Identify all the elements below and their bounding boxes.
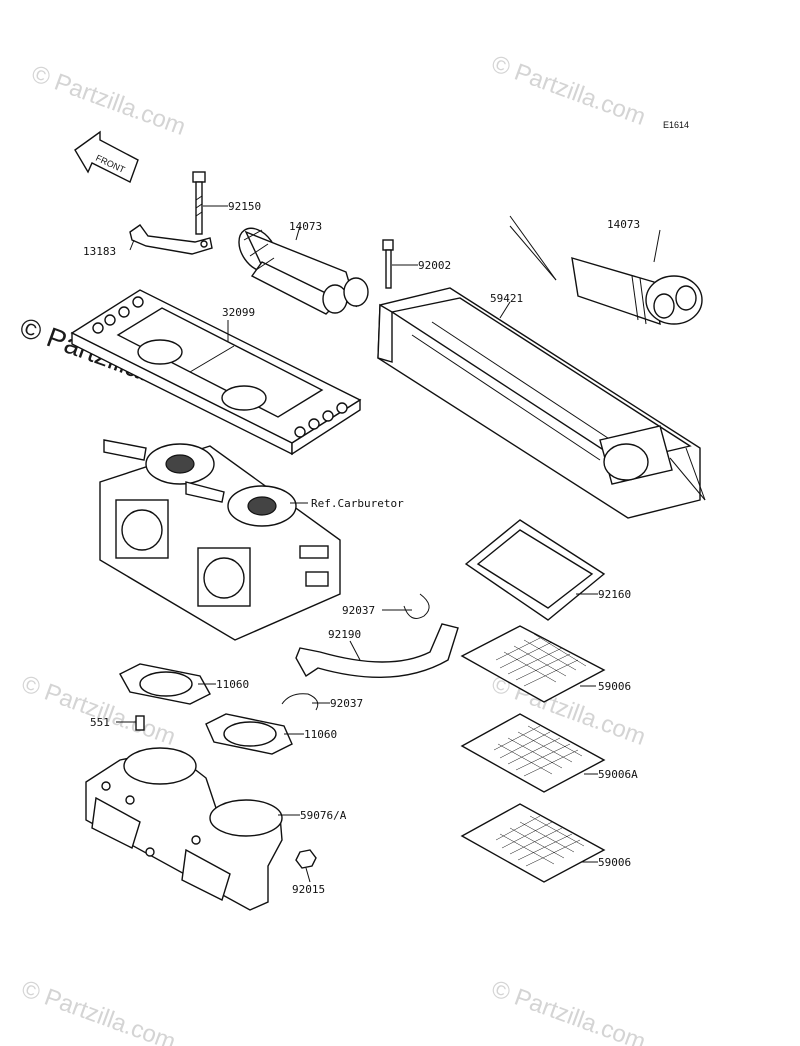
callout-59006A: 59006A xyxy=(598,768,638,781)
intake-tube-14073-left xyxy=(238,227,369,315)
callout-92015: 92015 xyxy=(292,883,325,896)
callout-59006-top: 59006 xyxy=(598,680,631,693)
bolt-92150 xyxy=(192,171,206,235)
callout-13183: 13183 xyxy=(83,245,116,258)
hose-92190 xyxy=(295,623,459,679)
callout-14073-right: 14073 xyxy=(607,218,640,231)
screen-59006A xyxy=(460,713,606,793)
callout-92002: 92002 xyxy=(418,259,451,272)
manifold-59076 xyxy=(85,747,283,911)
pin-551 xyxy=(135,715,145,731)
plate-32099 xyxy=(70,289,362,456)
callout-92160: 92160 xyxy=(598,588,631,601)
callout-59076-A: 59076/A xyxy=(300,809,347,822)
callout-ref-carburetor: Ref.Carburetor xyxy=(311,497,404,510)
diagram-id: E1614 xyxy=(663,120,689,130)
gasket-11060-lower xyxy=(205,713,293,755)
watermark-tl: © Partzilla.com xyxy=(28,60,189,141)
callout-92037-lower: 92037 xyxy=(330,697,363,710)
callout-59006-bottom: 59006 xyxy=(598,856,631,869)
nut-92015 xyxy=(295,849,317,869)
watermark-br: © Partzilla.com xyxy=(488,975,649,1046)
callout-labels: 92150 13183 14073 92002 14073 59421 3209… xyxy=(83,200,640,896)
screen-59006-top xyxy=(460,625,606,703)
bracket-13183 xyxy=(129,224,213,255)
callout-32099: 32099 xyxy=(222,306,255,319)
gasket-92160 xyxy=(464,519,606,621)
callout-11060-upper: 11060 xyxy=(216,678,249,691)
intake-tube-14073-right xyxy=(571,257,703,326)
watermark-bl: © Partzilla.com xyxy=(18,975,179,1046)
callout-92190: 92190 xyxy=(328,628,361,641)
callout-11060-lower: 11060 xyxy=(304,728,337,741)
callout-59421: 59421 xyxy=(490,292,523,305)
leader-lines xyxy=(116,205,661,883)
gasket-11060-upper xyxy=(119,663,211,705)
screen-59006-bottom xyxy=(460,803,606,883)
callout-92037-upper: 92037 xyxy=(342,604,375,617)
carburetor-assembly xyxy=(99,439,341,641)
callout-551: 551 xyxy=(90,716,110,729)
front-arrow: FRONT xyxy=(74,130,139,183)
clip-92037-upper xyxy=(403,593,430,619)
clip-92037-lower xyxy=(281,693,319,711)
watermark-tr: © Partzilla.com xyxy=(488,50,649,131)
airbox-59421 xyxy=(377,215,706,519)
callout-14073-left: 14073 xyxy=(289,220,322,233)
callout-92150: 92150 xyxy=(228,200,261,213)
bolt-92002 xyxy=(382,239,394,289)
